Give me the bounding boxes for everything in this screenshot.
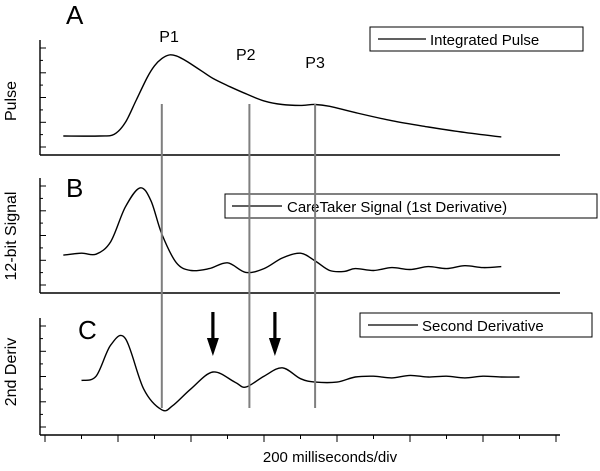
panel-c: C 2nd Deriv Second Derivative <box>3 312 593 442</box>
arrow-head <box>206 338 219 356</box>
peak-label-p3: P3 <box>305 55 325 72</box>
panel-a-letter: A <box>66 0 84 30</box>
panel-a-curve <box>63 54 502 138</box>
panel-c-legend-box <box>359 312 593 338</box>
panel-b: B 12-bit Signal CareTaker Signal (1st De… <box>3 173 598 294</box>
panel-c-letter: C <box>78 315 97 345</box>
panel-b-curve <box>63 187 502 274</box>
panel-c-curve <box>81 334 520 412</box>
panel-c-legend-label: Second Derivative <box>422 318 544 335</box>
panel-c-legend: Second Derivative <box>359 312 593 338</box>
panel-a-legend: Integrated Pulse <box>369 26 584 52</box>
panel-b-legend-label: CareTaker Signal (1st Derivative) <box>287 199 507 216</box>
peak-label-p1: P1 <box>159 29 179 46</box>
panel-a-ticks <box>40 47 46 148</box>
panel-a-legend-label: Integrated Pulse <box>430 32 539 49</box>
panel-b-letter: B <box>66 173 83 203</box>
arrow-head <box>268 338 281 356</box>
panel-b-ylabel: 12-bit Signal <box>3 192 20 281</box>
x-axis-label: 200 milliseconds/div <box>263 449 398 466</box>
peak-label-p2: P2 <box>236 47 256 64</box>
panel-a-ylabel: Pulse <box>3 81 20 121</box>
panel-b-legend-box <box>224 193 598 219</box>
panel-b-legend: CareTaker Signal (1st Derivative) <box>224 193 598 219</box>
vertical-markers <box>160 104 317 408</box>
panel-c-ylabel: 2nd Deriv <box>3 338 20 406</box>
panel-c-arrows <box>206 312 281 356</box>
panel-b-ticks <box>40 185 46 286</box>
panel-c-ticks <box>40 325 557 442</box>
